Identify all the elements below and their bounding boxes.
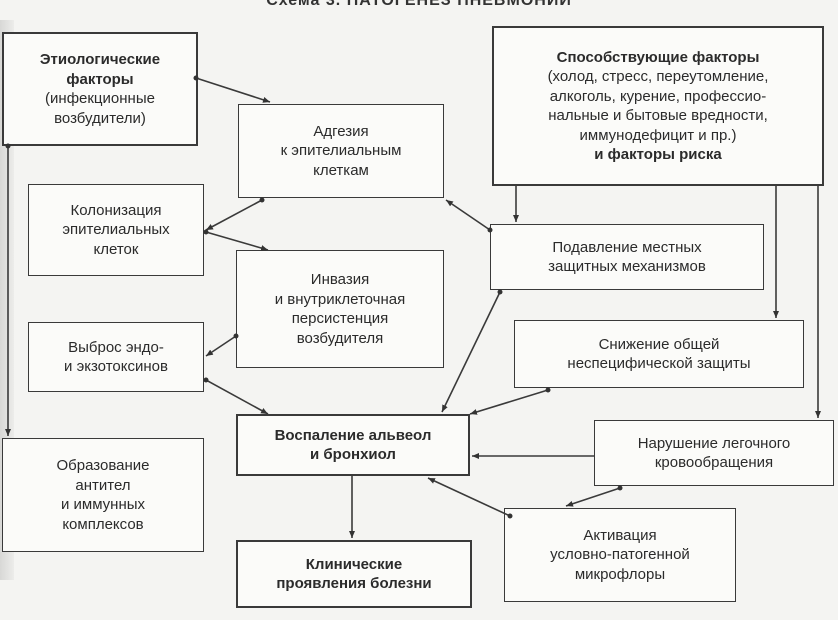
contributing-line6: и факторы риска (594, 146, 722, 163)
invasion-line2: и внутриклеточная (274, 290, 406, 308)
circulation-line2: кровообращения (654, 454, 774, 471)
antibodies-line3: и иммунных (60, 496, 146, 513)
adhesion-line3: клеткам (313, 161, 369, 179)
arrow-suppression-inflammation (441, 291, 501, 413)
suppression-line2: защитных механизмов (548, 258, 706, 275)
adhesion-box: Адгезия к эпителиальным клеткам (238, 104, 444, 198)
colonization-line3: клеток (93, 240, 139, 258)
invasion-line3: персистенция (291, 310, 389, 327)
contributing-line1: Способствующие факторы (556, 48, 760, 66)
etiology-line2: факторы (66, 70, 134, 88)
arrow-activation-inflammation (427, 477, 511, 517)
arrow-suppression-adhesion (445, 199, 491, 231)
antibodies-line1: Образование (56, 457, 150, 474)
inflammation-line1: Воспаление альвеол (274, 426, 432, 444)
contributing-line2: (холод, стресс, переутомление, (547, 68, 769, 85)
local-defence-suppression-box: Подавление местных защитных механизмов (490, 224, 764, 290)
arrow-nonspecific-inflammation (469, 389, 549, 415)
microflora-activation-box: Активация условно-патогенной микрофлоры (504, 508, 736, 602)
clinical-line1: Клинические (305, 555, 403, 573)
etiology-factors-box: Этиологические факторы (инфекционные воз… (2, 32, 198, 146)
activation-line1: Активация (583, 526, 657, 544)
pulmonary-circulation-box: Нарушение легочного кровообращения (594, 420, 834, 486)
colonization-line2: эпителиальных (62, 221, 170, 239)
invasion-line1: Инвазия (310, 271, 370, 288)
etiology-line4: возбудители) (54, 109, 146, 127)
toxins-line1: Выброс эндо- (68, 338, 164, 356)
nonspecific-defence-box: Снижение общей неспецифической защиты (514, 320, 804, 388)
inflammation-box: Воспаление альвеол и бронхиол (236, 414, 470, 476)
arrow-invasion-toxins (205, 335, 237, 357)
antibodies-line2: антител (75, 476, 131, 494)
circulation-line1: Нарушение легочного (637, 434, 791, 452)
inflammation-line2: и бронхиол (310, 446, 396, 463)
toxins-release-box: Выброс эндо- и экзотоксинов (28, 322, 204, 392)
toxins-line2: и экзотоксинов (64, 358, 168, 375)
etiology-line3: (инфекционные (45, 90, 155, 107)
arrow-toxins-inflammation (205, 379, 269, 415)
suppression-line1: Подавление местных (552, 238, 702, 256)
adhesion-line1: Адгезия (313, 122, 369, 140)
arrow-adhesion-colonization (205, 199, 263, 231)
activation-line2: условно-патогенной (550, 546, 690, 564)
clinical-line2: проявления болезни (276, 575, 432, 592)
clinical-manifestations-box: Клинические проявления болезни (236, 540, 472, 608)
contributing-factors-box: Способствующие факторы (холод, стресс, п… (492, 26, 824, 186)
nonspecific-line2: неспецифической защиты (567, 355, 751, 372)
antibodies-line4: комплексов (62, 515, 144, 533)
invasion-box: Инвазия и внутриклеточная персистенция в… (236, 250, 444, 368)
contributing-line5: иммунодефицит и пр.) (579, 126, 737, 144)
nonspecific-line1: Снижение общей (598, 335, 720, 353)
etiology-line1: Этиологические (39, 51, 161, 68)
diagram-title: Схема 3. ПАТОГЕНЕЗ ПНЕВМОНИИ (266, 0, 572, 9)
colonization-line1: Колонизация (70, 201, 162, 219)
contributing-line3: алкоголь, курение, профессио- (549, 87, 767, 105)
activation-line3: микрофлоры (574, 565, 666, 583)
arrow-circulation-activation (565, 487, 621, 507)
arrow-etiology-adhesion (195, 77, 271, 103)
colonization-box: Колонизация эпителиальных клеток (28, 184, 204, 276)
invasion-line4: возбудителя (296, 329, 384, 347)
adhesion-line2: к эпителиальным (280, 142, 402, 160)
antibodies-box: Образование антител и иммунных комплексо… (2, 438, 204, 552)
contributing-line4: нальные и бытовые вредности, (548, 107, 768, 124)
arrow-colonization-invasion (205, 231, 269, 251)
